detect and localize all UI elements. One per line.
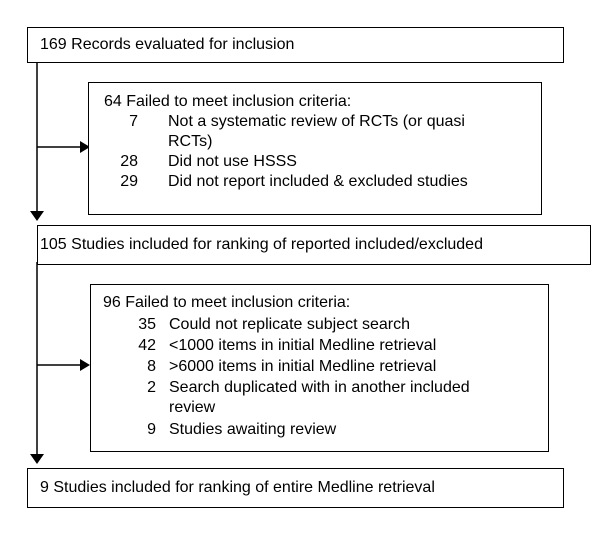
arrowhead-down-1 [30,211,44,221]
exclusion-1-header: 64 Failed to meet inclusion criteria: [104,93,352,110]
exclusion-2-reason: Studies awaiting review [169,421,337,438]
records-evaluated-box: 169 Records evaluated for inclusion [27,27,564,63]
exclusion-2-reason: Could not replicate subject search [169,316,411,333]
exclusion-2-count: 8 [147,358,156,375]
arrowhead-right-1 [80,141,90,153]
exclusion-2-header: 96 Failed to meet inclusion criteria: [103,294,351,311]
exclusion-2-reason: <1000 items in initial Medline retrieval [169,337,437,354]
exclusion-1-count: 7 [129,113,138,130]
exclusion-1-count: 28 [120,153,138,170]
arrowhead-right-2 [80,359,90,371]
studies-included-reported-box: 105 Studies included for ranking of repo… [37,225,591,265]
studies-included-reported-text: 105 Studies included for ranking of repo… [40,236,483,253]
exclusion-box-1: 64 Failed to meet inclusion criteria: 7 … [88,82,542,215]
exclusion-1-reason: Did not use HSSS [168,153,297,170]
exclusion-box-2: 96 Failed to meet inclusion criteria: 35… [90,284,549,452]
records-evaluated-text: 169 Records evaluated for inclusion [40,36,295,53]
exclusion-2-reason: >6000 items in initial Medline retrieval [169,358,437,375]
exclusion-1-reason: Not a systematic review of RCTs (or quas… [168,113,465,150]
studies-included-entire-box: 9 Studies included for ranking of entire… [27,468,564,508]
exclusion-2-count: 2 [147,379,156,396]
exclusion-2-count: 35 [138,316,156,333]
exclusion-1-reason: Did not report included & excluded studi… [168,173,468,190]
exclusion-2-count: 9 [147,421,156,438]
studies-included-entire-text: 9 Studies included for ranking of entire… [40,479,435,496]
exclusion-1-count: 29 [120,173,138,190]
exclusion-2-reason: Search duplicated with in another includ… [169,379,470,416]
exclusion-2-count: 42 [138,337,156,354]
arrowhead-down-2 [30,454,44,464]
